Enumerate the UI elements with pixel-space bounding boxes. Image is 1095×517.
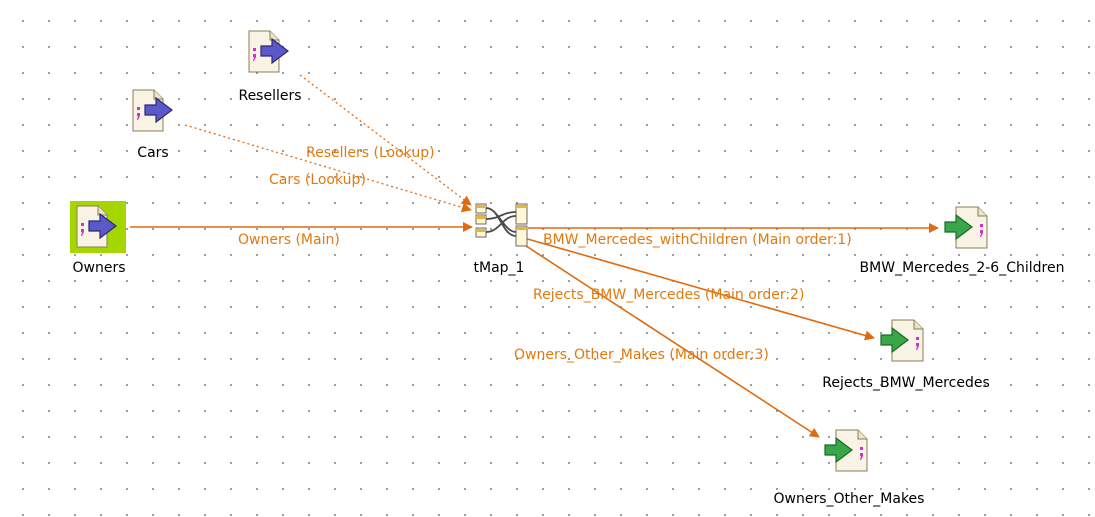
link-rejects-out[interactable] <box>523 237 875 341</box>
node-label-resellers: Resellers <box>238 88 302 104</box>
tmap-icon[interactable] <box>474 202 530 250</box>
node-label-bmw-children: BMW_Mercedes_2-6_Children <box>859 260 1065 276</box>
node-label-cars: Cars <box>137 145 169 161</box>
file-output-icon[interactable] <box>822 428 870 476</box>
file-output-icon[interactable] <box>878 318 926 366</box>
link-label-bmw-children-out[interactable]: BMW_Mercedes_withChildren (Main order:1) <box>543 232 852 248</box>
link-label-rejects-out[interactable]: Rejects_BMW_Mercedes (Main order:2) <box>533 287 805 303</box>
link-label-cars-lookup[interactable]: Cars (Lookup) <box>269 172 366 188</box>
link-resellers-lookup[interactable] <box>299 74 472 206</box>
link-label-other-makes-out[interactable]: Owners_Other_Makes (Main order:3) <box>514 347 769 363</box>
node-label-owners: Owners <box>72 260 126 276</box>
link-label-resellers-lookup[interactable]: Resellers (Lookup) <box>306 145 435 161</box>
node-label-rejects: Rejects_BMW_Mercedes <box>822 375 990 391</box>
node-label-other-makes: Owners_Other_Makes <box>773 491 925 507</box>
file-input-icon[interactable] <box>130 88 178 136</box>
node-label-tmap: tMap_1 <box>473 260 525 276</box>
file-input-icon[interactable] <box>74 204 122 252</box>
link-cars-lookup[interactable] <box>184 124 472 213</box>
file-output-icon[interactable] <box>942 205 990 253</box>
link-label-owners-main[interactable]: Owners (Main) <box>238 232 340 248</box>
link-other-makes-out[interactable] <box>519 241 820 438</box>
file-input-icon[interactable] <box>246 29 294 77</box>
